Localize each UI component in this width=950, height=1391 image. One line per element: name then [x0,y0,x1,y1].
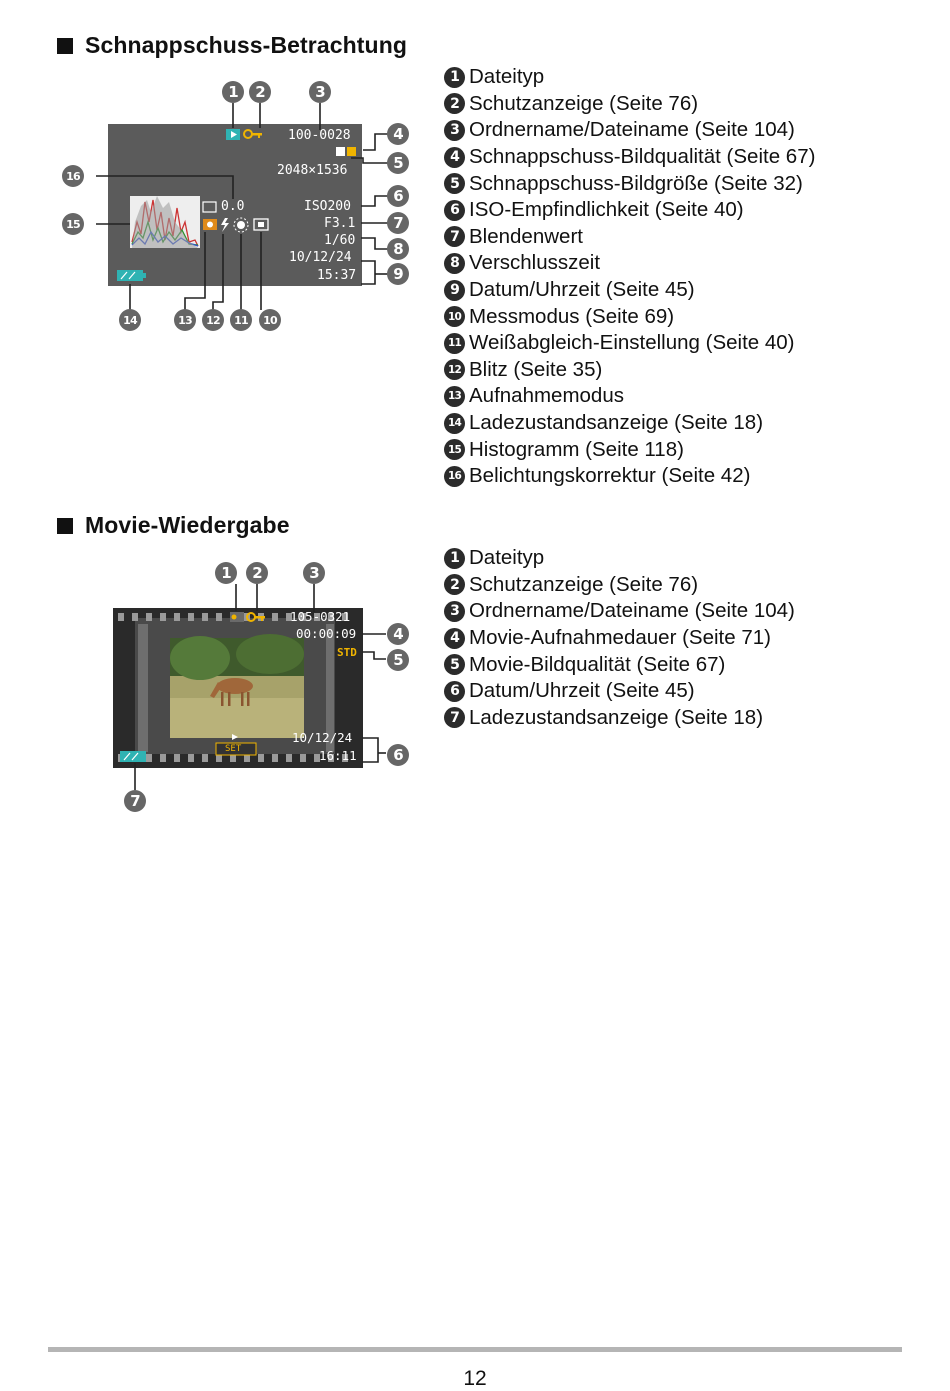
callout-7: 7 [387,212,409,234]
battery-icon [117,270,143,281]
movie-set-label: SET [225,744,242,754]
lcd-image-size: 2048×1536 [277,163,348,178]
callout-15: 15 [62,213,84,235]
movie-screen-illustration: 105-0321 00:00:09 STD SET 10/12/24 16:11… [110,558,420,818]
movie-callout-2: 2 [246,562,268,584]
section-title-movie: Movie-Wiedergabe [57,512,290,539]
metering-icon [253,218,269,231]
lcd-ev-value: 0.0 [221,199,245,214]
section-square-icon [57,517,73,534]
section-square-icon [57,37,73,54]
callout-2: 2 [249,81,271,103]
callout-8: 8 [387,238,409,260]
callout-9: 9 [387,263,409,285]
quality-icon [336,147,345,156]
lcd-iso: ISO200 [304,199,351,214]
footer-rule [48,1347,902,1352]
lcd-shutter: 1/60 [324,233,356,248]
movie-battery-icon [120,751,146,762]
callout-10: 10 [259,309,281,331]
white-balance-icon [237,221,245,229]
movie-callout-4: 4 [387,623,409,645]
lcd-time: 15:37 [317,268,357,283]
movie-callout-6: 6 [387,744,409,766]
callout-14: 14 [119,309,141,331]
play-icon [232,734,238,740]
lcd-aperture: F3.1 [324,216,356,231]
movie-file-number: 105-0321 [290,609,351,624]
callout-11: 11 [230,309,252,331]
histogram-luma [132,196,198,248]
movie-screen-svg [113,584,386,790]
flash-icon [221,218,229,232]
movie-quality: STD [337,646,357,659]
section-title-text: Movie-Wiedergabe [85,512,290,538]
snapshot-screen-illustration: 100-0028 2048×1536 0.0 ISO200 F3.1 1/60 … [55,72,425,342]
section-title-text: Schnappschuss-Betrachtung [85,32,407,58]
lcd-file-number: 100-0028 [288,128,351,143]
ev-icon [202,201,217,213]
set-button-frame [215,742,257,756]
movie-callout-1: 1 [215,562,237,584]
callout-13: 13 [174,309,196,331]
movie-file-type-icon [230,612,244,622]
snapshot-screen-svg [96,103,388,310]
page-number: 12 [463,1367,487,1390]
callout-16: 16 [62,165,84,187]
movie-callout-7: 7 [124,790,146,812]
movie-callout-3: 3 [303,562,325,584]
lcd-date: 10/12/24 [289,250,352,265]
movie-callout-5: 5 [387,649,409,671]
movie-time: 16:11 [319,748,357,763]
callout-5: 5 [387,152,409,174]
movie-duration: 00:00:09 [296,626,357,641]
callout-12: 12 [202,309,224,331]
deer-body [217,678,253,694]
callout-1: 1 [222,81,244,103]
callout-4: 4 [387,123,409,145]
callout-6: 6 [387,185,409,207]
movie-date: 10/12/24 [292,730,353,745]
section-title-snapshot: Schnappschuss-Betrachtung [57,32,407,59]
callout-3: 3 [309,81,331,103]
